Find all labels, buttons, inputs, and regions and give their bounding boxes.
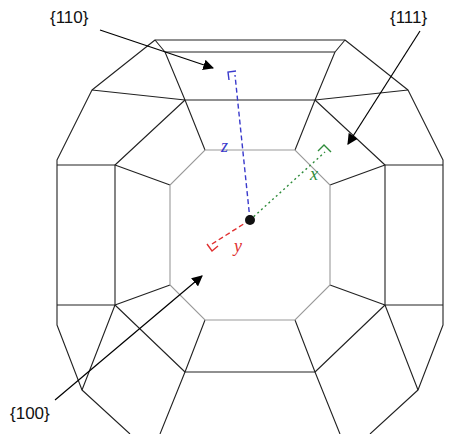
top-face-edge: [155, 40, 345, 52]
axis-label: y: [234, 236, 242, 257]
silhouette: [57, 40, 443, 434]
right-angle-mark: [207, 244, 218, 251]
face-label: {111}: [390, 8, 427, 28]
middle-octagon: [115, 100, 385, 372]
z-axis: [235, 75, 250, 220]
axis-label: x: [310, 164, 318, 185]
face-label: {110}: [50, 8, 88, 28]
face-edges: [57, 52, 443, 434]
x-axis: [250, 152, 325, 220]
y-axis: [212, 220, 250, 244]
axis-label: z: [221, 136, 228, 157]
right-angle-mark: [318, 145, 331, 152]
inner-edges: [115, 100, 385, 372]
face-label: {100}: [10, 404, 50, 424]
face-100-outline: [170, 150, 330, 320]
leader-arrow: [55, 276, 202, 400]
leader-arrow: [100, 30, 213, 68]
right-angle-mark: [228, 71, 236, 80]
origin-dot: [245, 215, 255, 225]
leader-arrow: [348, 31, 420, 144]
crystal-outline: [57, 40, 443, 434]
